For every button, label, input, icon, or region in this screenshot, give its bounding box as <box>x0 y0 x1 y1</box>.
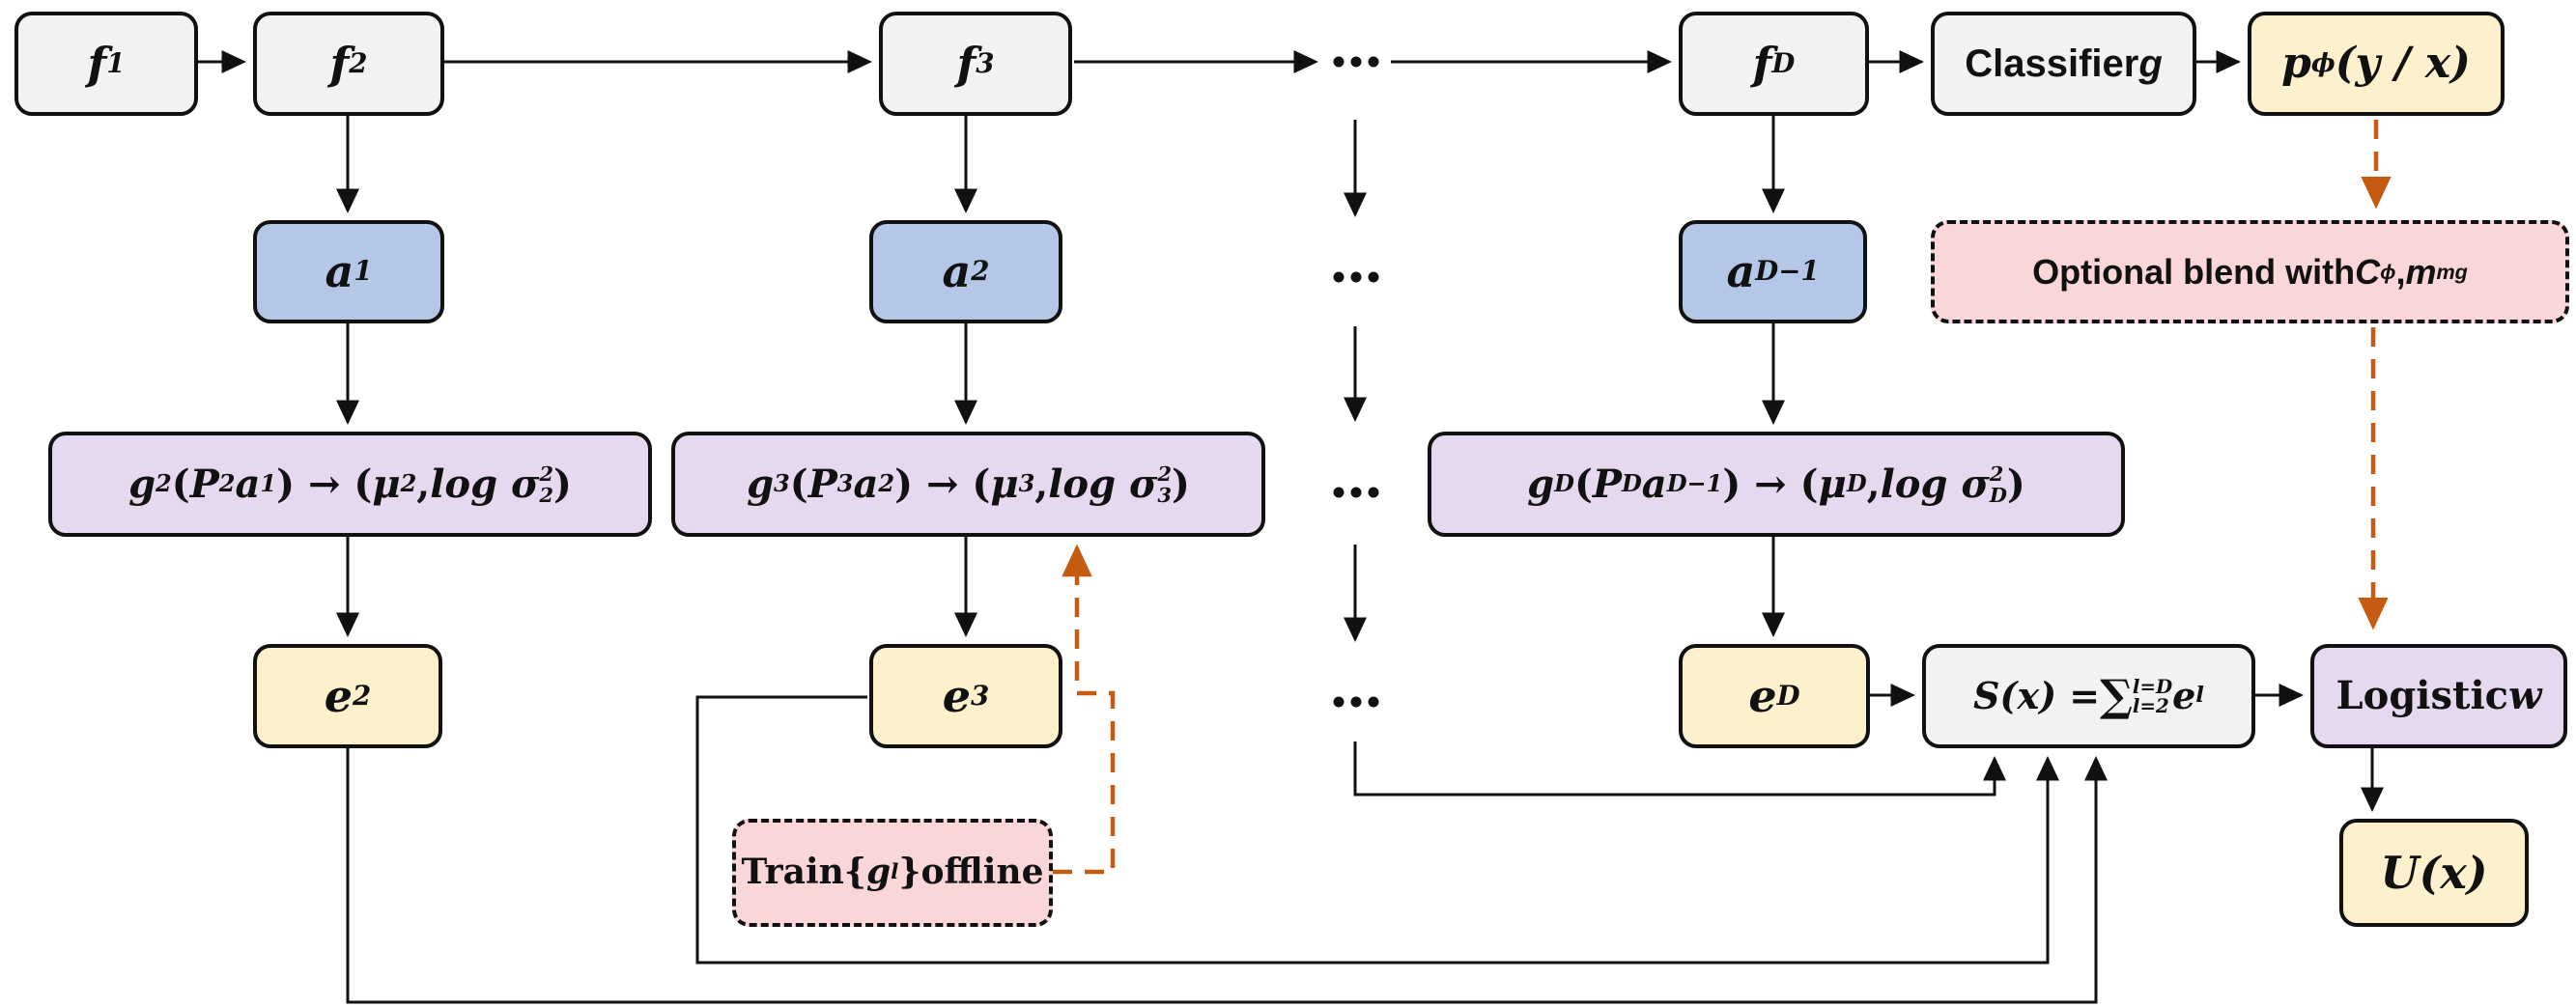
energy-feedback-lines <box>346 695 2108 1004</box>
node-U-x: U(x) <box>2339 819 2529 927</box>
node-classifier-g: Classifier g <box>1931 12 2196 116</box>
node-logistic-w: Logistic w <box>2310 644 2567 748</box>
score-row-arrows <box>1870 684 2384 812</box>
ellipsis-dots <box>1333 56 1379 708</box>
optional-blend-dashed-links <box>1053 120 2392 875</box>
column-arrows <box>336 116 1785 637</box>
